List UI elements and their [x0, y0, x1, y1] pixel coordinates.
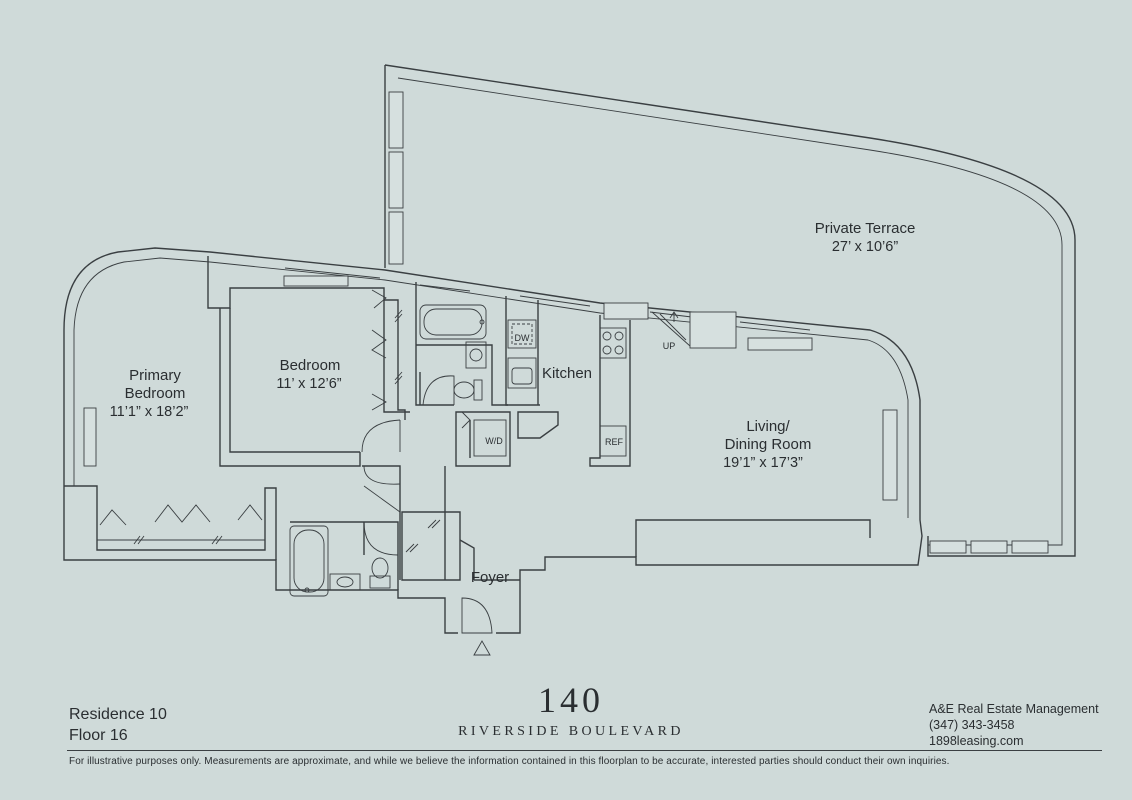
door-swings: [361, 311, 691, 634]
interior-walls: [64, 256, 871, 590]
terrace-dims: 27’ x 10’6”: [832, 239, 899, 255]
exterior-wall: [63, 247, 923, 634]
living-dims: 19’1” x 17’3”: [723, 455, 803, 471]
floor-plan: Primary Bedroom 11’1” x 18’2” Bedroom 11…: [63, 64, 1076, 656]
stair-up-label: UP: [663, 341, 676, 351]
agency-phone: (347) 343-3458: [929, 718, 1015, 732]
primary-bedroom-name-1: Primary: [129, 367, 181, 384]
primary-bedroom-name-2: Bedroom: [125, 385, 186, 402]
markers: [473, 311, 679, 656]
living-name-1: Living/: [746, 418, 790, 435]
agency-name: A&E Real Estate Management: [929, 702, 1099, 716]
terrace-name: Private Terrace: [815, 220, 916, 237]
building-logo: 140 RIVERSIDE BOULEVARD: [440, 680, 702, 740]
building-number: 140: [538, 680, 604, 720]
bedroom-name: Bedroom: [280, 357, 341, 374]
residence-info: Residence 10 Floor 16: [69, 704, 167, 746]
refrigerator-label: REF: [605, 437, 624, 447]
dishwasher-label: DW: [515, 333, 530, 343]
bedroom-dims: 11’ x 12’6”: [276, 376, 341, 392]
kitchen-fixtures: [473, 319, 627, 457]
residence-floor: Floor 16: [69, 727, 128, 744]
residence-unit: Residence 10: [69, 706, 167, 723]
disclaimer: For illustrative purposes only. Measurem…: [69, 756, 950, 767]
living-name-2: Dining Room: [725, 436, 812, 453]
closet-doors: [99, 289, 441, 553]
footer-divider: [67, 750, 1102, 751]
kitchen-name: Kitchen: [542, 365, 592, 382]
facade-windows: [83, 267, 898, 501]
bath-fixtures: [289, 304, 487, 597]
foyer-name: Foyer: [471, 569, 509, 586]
building-street: RIVERSIDE BOULEVARD: [458, 724, 684, 739]
agency-info: A&E Real Estate Management (347) 343-345…: [929, 701, 1099, 749]
primary-bedroom-dims: 11’1” x 18’2”: [110, 404, 189, 420]
washer-dryer-label: W/D: [485, 436, 503, 446]
agency-website: 1898leasing.com: [929, 734, 1024, 748]
terrace-outline: [384, 64, 1076, 557]
